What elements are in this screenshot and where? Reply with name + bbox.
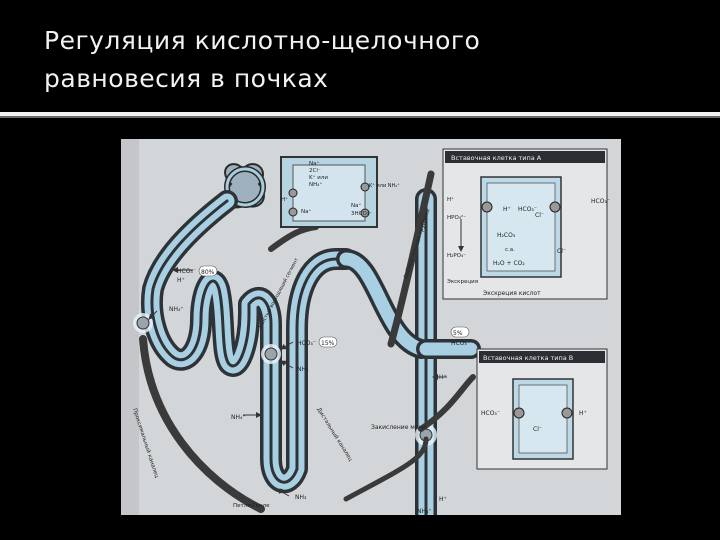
panel-b-h: H⁺ (579, 410, 587, 417)
panel-type-b: Вставочная клетка типа B HCO₃⁻ Cl⁻ H⁺ (476, 348, 608, 470)
panel-a-cl: Cl⁻ (535, 212, 544, 219)
label-k-or: K⁺ или (309, 174, 328, 181)
label-hco3-loop: HCO₃⁻ (297, 340, 316, 347)
panel-a-hpo4: HPO₄²⁻ (447, 214, 466, 221)
slide-title-line-2: равновесия в почках (44, 64, 329, 93)
title-divider (0, 112, 720, 116)
panel-a-water-co2: H₂O + CO₂ (493, 260, 525, 267)
label-nh4-prox: NH₄⁺ (169, 306, 184, 313)
panel-type-a: Вставочная клетка типа А HCO₃⁻ H⁺ HCO₃⁻ … (442, 148, 610, 300)
label-loop: Петля Генле (233, 503, 270, 509)
panel-a-excretion: Экскреция (447, 279, 478, 285)
panel-a-h: H⁺ (503, 206, 511, 213)
label-nh4-loop: NH₄⁺ (231, 414, 246, 421)
pct-5: 5% (453, 330, 463, 337)
cell-box-top: Na⁺ 2Cl⁻ K⁺ или NH₄⁺ K⁺ или NH₄⁺ H⁺ Na⁺ … (280, 156, 400, 228)
label-na2: Na⁺ (301, 208, 311, 215)
panel-a-ca: c.a. (505, 247, 515, 253)
label-nh3-bottom: NH₃ (295, 494, 307, 501)
label-h-prox: H⁺ (177, 277, 185, 284)
label-3hco3: 3HCO₃⁻ (351, 211, 372, 217)
panel-a-h-in: H⁺ (447, 196, 454, 203)
label-nh4-top: NH₄⁺ (309, 181, 322, 188)
panel-a-cl2: Cl⁻ (557, 248, 566, 255)
kidney-diagram: Na⁺ 2Cl⁻ K⁺ или NH₄⁺ K⁺ или NH₄⁺ H⁺ Na⁺ … (121, 139, 621, 515)
label-hco3-prox: HCO₃⁻ (177, 268, 196, 275)
label-k-or-nh4: K⁺ или NH₄⁺ (369, 183, 400, 189)
label-nh3-loop: NH₃ (297, 366, 309, 373)
flow-arrows (139, 170, 476, 513)
label-hco3-cd: HCO₃⁻ (451, 340, 470, 347)
transport-arrows (148, 267, 447, 497)
pct-15: 15% (321, 340, 335, 347)
label-h-top: H⁺ (281, 196, 288, 203)
label-urine-conc: Закисление мочи (371, 424, 426, 431)
panel-a-acid-excretion: Экскреция кислот (483, 290, 541, 297)
panel-b-hco3: HCO₃⁻ (481, 410, 500, 417)
panel-a-title: Вставочная клетка типа А (451, 154, 542, 162)
panel-b-cl: Cl⁻ (533, 426, 542, 433)
kidney-diagram-photo: Na⁺ 2Cl⁻ K⁺ или NH₄⁺ K⁺ или NH₄⁺ H⁺ Na⁺ … (121, 139, 621, 515)
title-divider-shadow (0, 116, 720, 118)
label-2cl: 2Cl⁻ (309, 168, 321, 174)
panel-a-hco3-in: HCO₃⁻ (518, 206, 537, 213)
panel-a-h2po4: H₂PO₄⁻ (447, 253, 466, 259)
label-h-cd2: H⁺ (439, 496, 447, 503)
slide-title: Регуляция кислотно-щелочного равновесия … (44, 22, 664, 98)
panel-b-title: Вставочная клетка типа B (483, 354, 573, 362)
pct-80: 80% (201, 269, 215, 276)
slide-title-line-1: Регуляция кислотно-щелочного (44, 26, 481, 55)
label-na: Na⁺ (309, 160, 319, 167)
panel-a-h2co3: H₂CO₃ (497, 232, 516, 239)
label-nh4-cd: NH₄⁺ (417, 508, 432, 515)
label-na3: Na⁺ (351, 202, 361, 209)
panel-a-hco3: HCO₃⁻ (591, 198, 610, 205)
